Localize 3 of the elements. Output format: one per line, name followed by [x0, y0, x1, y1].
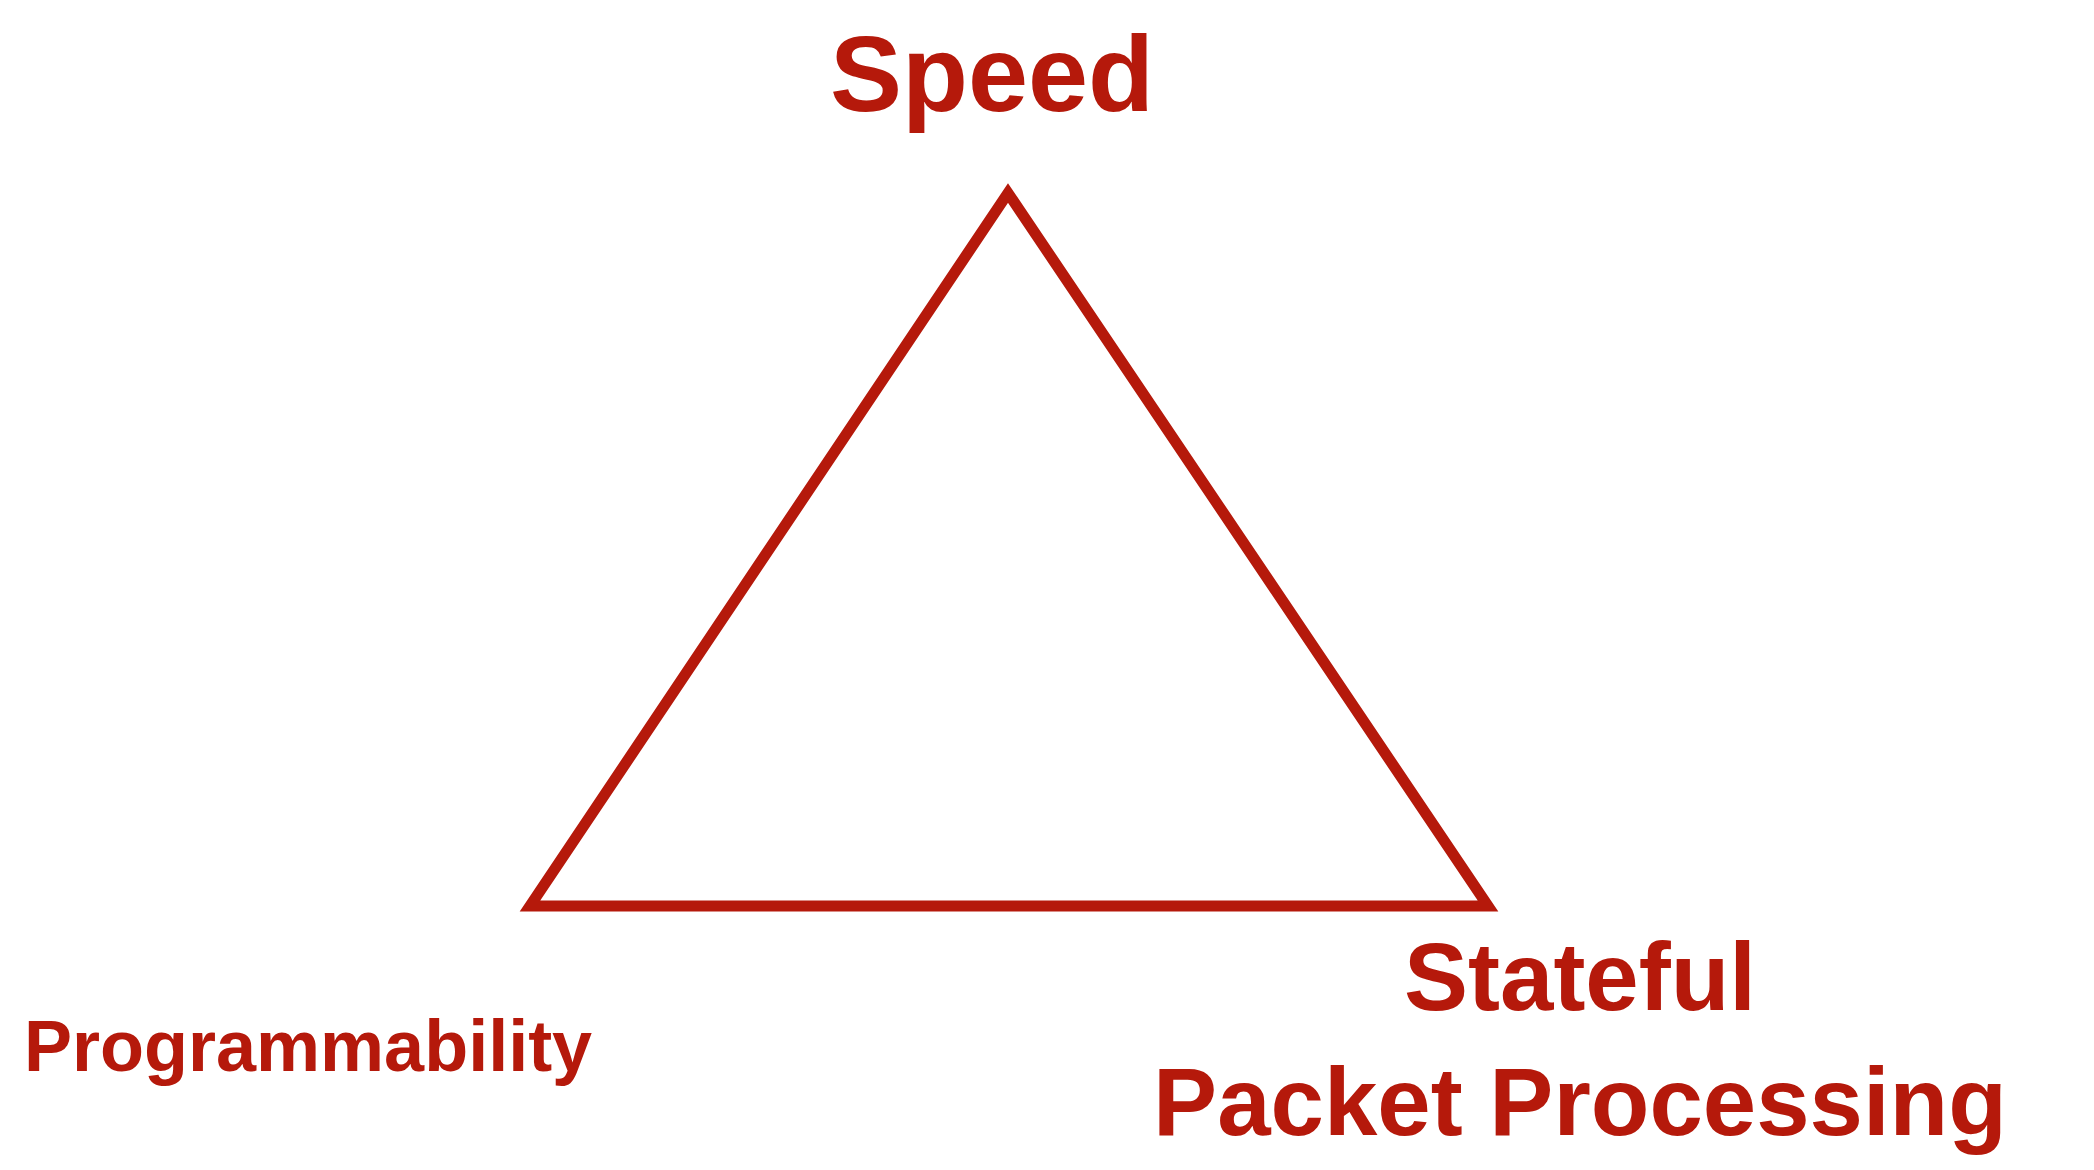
- corner-label: Speed: [829, 12, 1155, 136]
- corner-label: Stateful Packet Processing: [1153, 922, 2007, 1157]
- corner-label: Programmability: [24, 1005, 593, 1088]
